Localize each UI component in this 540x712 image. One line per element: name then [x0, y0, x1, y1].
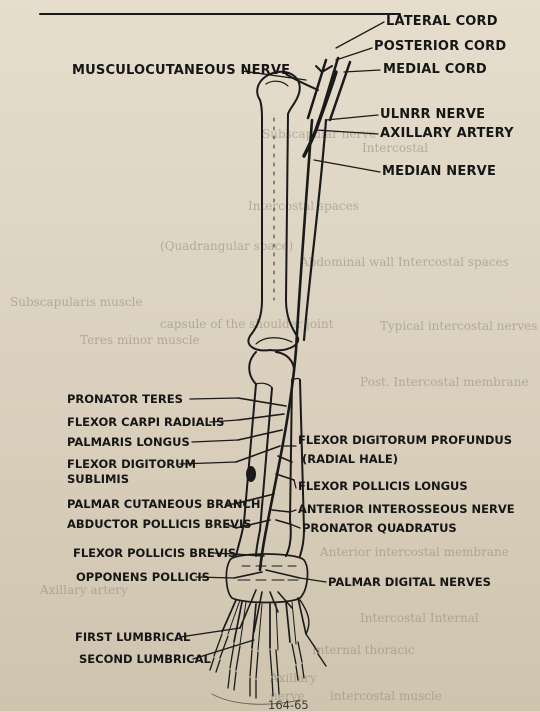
label-axillary-artery: AXILLARY ARTERY	[380, 127, 514, 141]
humerus-bone	[248, 72, 299, 351]
label-first-lumbrical: FIRST LUMBRICAL	[75, 630, 190, 644]
leader-ulnar-nerve	[326, 115, 378, 120]
leader-palmaris-longus	[192, 440, 238, 442]
label-anterior-interosseous-nerve: ANTERIOR INTEROSSEOUS NERVE	[298, 502, 515, 516]
leader-median-nerve	[314, 160, 380, 172]
label-flexor-digitorum-sublimis: FLEXOR DIGITORUM	[67, 457, 196, 471]
label-median-nerve: MEDIAN NERVE	[382, 165, 496, 179]
label-opponens-pollicis: OPPONENS POLLICIS	[76, 570, 210, 584]
label-palmar-cutaneous-branch: PALMAR CUTANEOUS BRANCH	[67, 497, 261, 511]
label-flexor-digitorum-sublimis: SUBLIMIS	[67, 472, 129, 486]
musculocutaneous-nerve	[286, 74, 318, 90]
label-ulnar-nerve: ULNRR NERVE	[380, 108, 485, 122]
ink-smudge	[246, 466, 256, 482]
label-lateral-cord: LATERAL CORD	[386, 15, 498, 29]
label-medial-cord: MEDIAL CORD	[383, 63, 487, 77]
label-palmaris-longus: PALMARIS LONGUS	[67, 435, 190, 449]
hand-bones	[210, 554, 326, 704]
label-abductor-pollicis-brevis: ABDUCTOR POLLICIS BREVIS	[67, 517, 252, 531]
label-flexor-pollicis-brevis: FLEXOR POLLICIS BREVIS	[73, 546, 236, 560]
page-number: 164-65	[268, 698, 309, 712]
leader-posterior-cord	[336, 48, 372, 60]
leader-fpl	[294, 480, 296, 488]
leader-pronator-teres	[190, 398, 238, 399]
label-palmar-digital-nerves: PALMAR DIGITAL NERVES	[328, 575, 491, 589]
label-pronator-quadratus: PRONATOR QUADRATUS	[302, 521, 457, 535]
label-pronator-teres: PRONATOR TERES	[67, 392, 183, 406]
label-second-lumbrical: SECOND LUMBRICAL	[79, 652, 211, 666]
label-flexor-digitorum-profundus: FLEXOR DIGITORUM PROFUNDUS	[298, 433, 512, 447]
label-flexor-digitorum-profundus: (RADIAL HALE)	[302, 452, 398, 466]
label-flexor-pollicis-longus: FLEXOR POLLICIS LONGUS	[298, 479, 468, 493]
leader-lines	[180, 22, 384, 659]
leader-palmar-digital	[300, 578, 326, 582]
label-posterior-cord: POSTERIOR CORD	[374, 40, 506, 54]
label-flexor-carpi-radialis: FLEXOR CARPI RADIALIS	[67, 415, 224, 429]
leader-medial-cord	[344, 70, 380, 72]
label-musculocutaneous-nerve: MUSCULOCUTANEOUS NERVE	[72, 64, 290, 78]
